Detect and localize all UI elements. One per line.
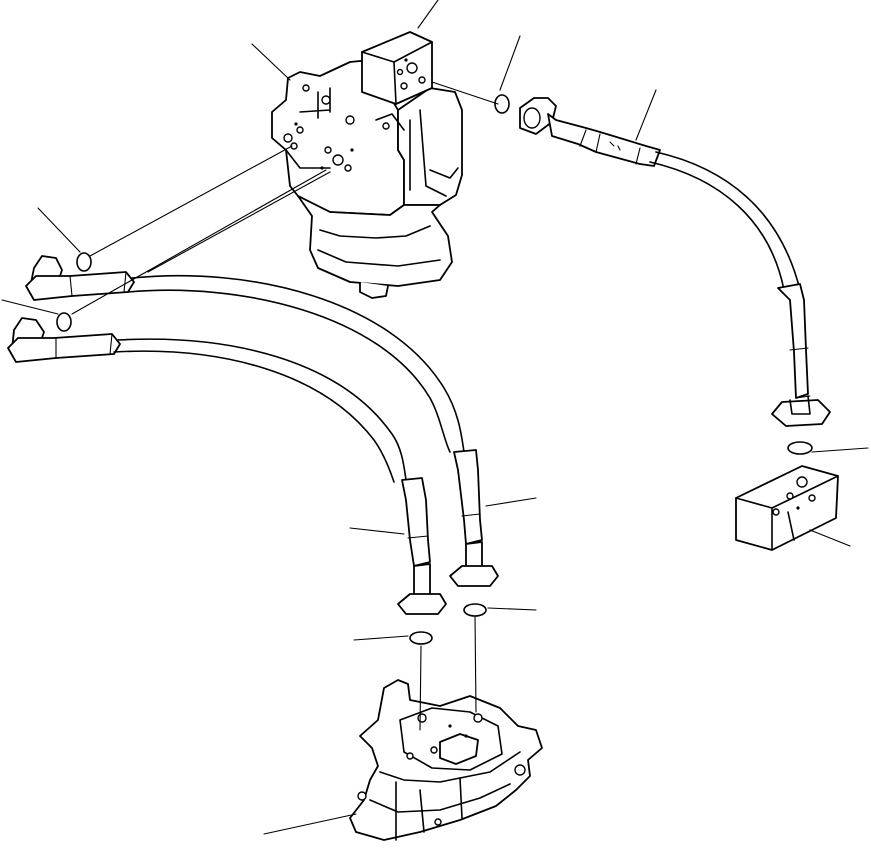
- o-ring-valve-left: [409, 631, 433, 645]
- hose-left-lower: [7, 317, 407, 483]
- assembly-lines: [71, 81, 499, 731]
- pump-assembly: [271, 57, 463, 299]
- callout-leaders: [1, 0, 869, 835]
- o-ring-left-upper: [76, 252, 92, 272]
- hose-right: [519, 97, 831, 427]
- o-ring-left-lower: [56, 312, 72, 332]
- connector-block-right: [735, 465, 839, 551]
- o-ring-valve-right: [463, 603, 487, 617]
- o-ring-pump-head: [494, 94, 510, 114]
- hose-left-upper: [25, 255, 465, 453]
- pump-head-block: [361, 31, 433, 105]
- o-ring-right-block: [787, 441, 813, 455]
- control-valve: [349, 679, 543, 841]
- valve-hose-fittings: [397, 449, 499, 615]
